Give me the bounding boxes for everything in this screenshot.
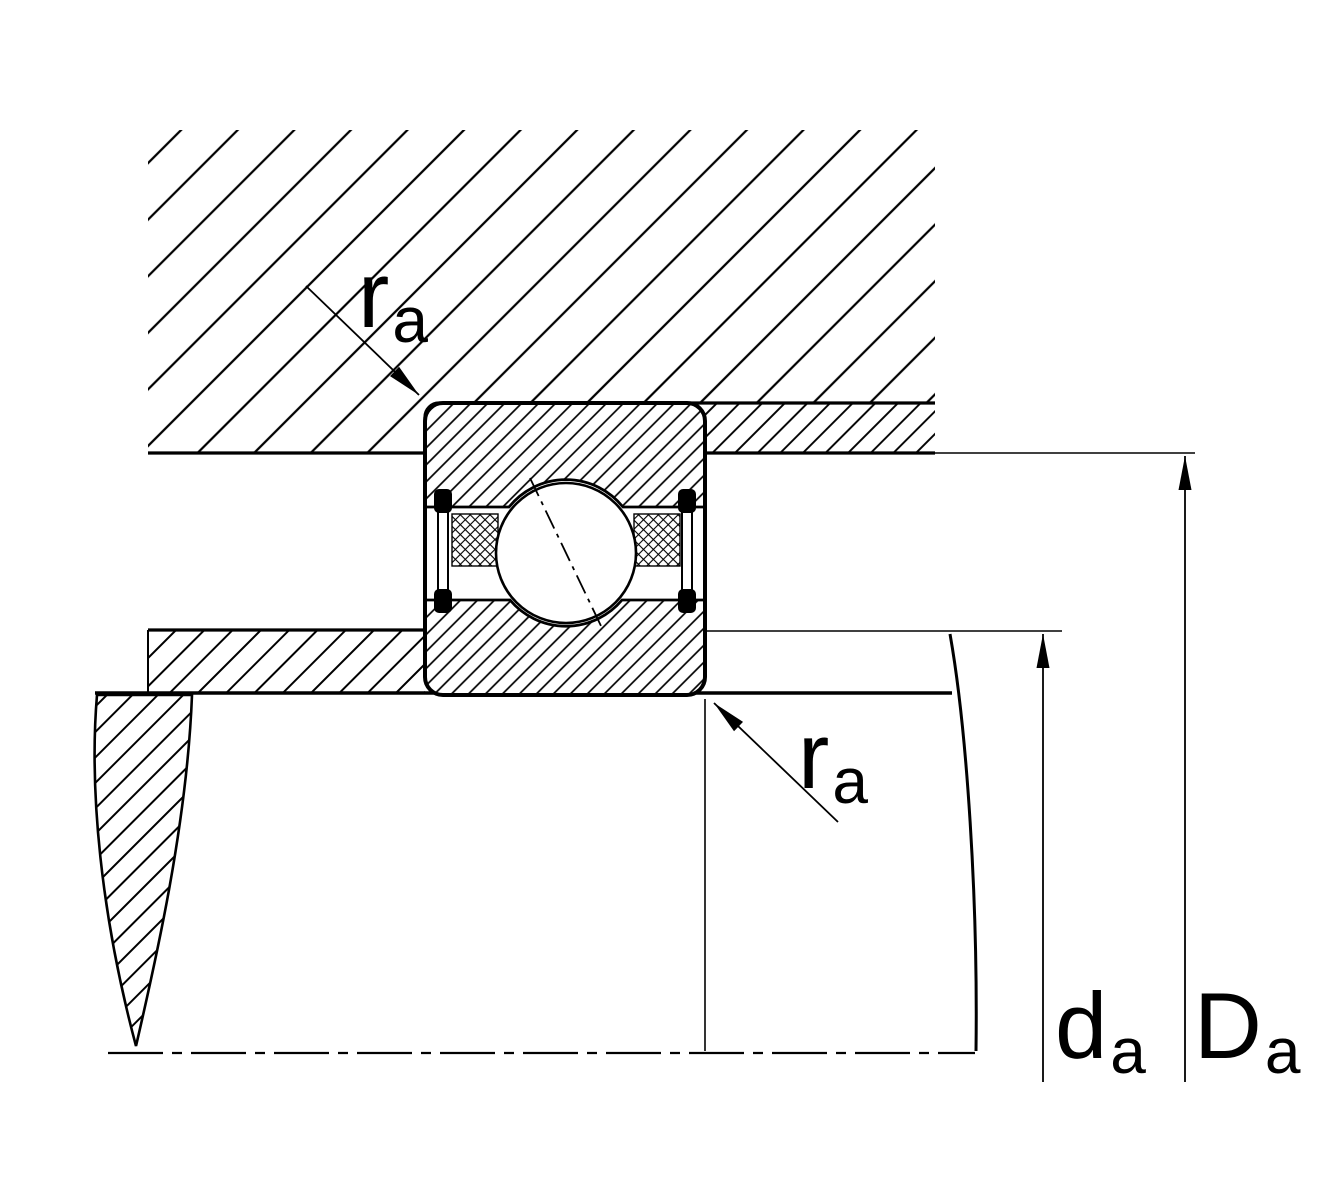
ra-bottom-leader-line — [713, 702, 839, 823]
cage-right — [633, 513, 681, 567]
inner-ring-raceway-edge — [425, 598, 705, 628]
label-ra-bottom: ra — [798, 703, 868, 817]
label-Da: Da — [1194, 973, 1301, 1087]
housing-shoulder-strip — [705, 403, 1195, 455]
seal-left-upper-lip — [434, 489, 452, 513]
shaft-shoulder-section — [147, 628, 425, 693]
cage-left — [451, 513, 499, 567]
dimension-da: da — [707, 630, 1146, 1087]
bearing-cross-section — [423, 401, 707, 697]
outer-ring-raceway-edge — [425, 478, 705, 509]
housing-hatch-area — [148, 130, 935, 453]
fillet-callout-top: ra — [305, 242, 428, 396]
outer-ring-hatch-area — [425, 403, 705, 507]
seal-left — [434, 489, 452, 613]
label-ra-top: ra — [358, 242, 428, 356]
housing-shoulder-hatch-area — [705, 403, 935, 453]
inner-ring-hatch-area — [425, 600, 705, 695]
shaft-breakout-section — [93, 693, 194, 1047]
seal-left-lower-lip — [434, 589, 452, 613]
bearing-outer-ring — [425, 403, 705, 509]
seal-right-upper-lip — [678, 489, 696, 513]
dimension-Da: Da — [1178, 456, 1301, 1087]
fillet-callout-bottom: ra — [713, 702, 868, 823]
contact-angle-centerline — [529, 477, 603, 629]
shaft-break-curve — [948, 633, 978, 1052]
ra-top-leader-line — [305, 285, 420, 396]
label-da: da — [1055, 973, 1146, 1087]
shaft-shoulder-hatch-area — [148, 630, 425, 693]
bearing-inner-ring — [425, 598, 705, 695]
seal-right — [678, 489, 696, 613]
seal-right-lower-lip — [678, 589, 696, 613]
